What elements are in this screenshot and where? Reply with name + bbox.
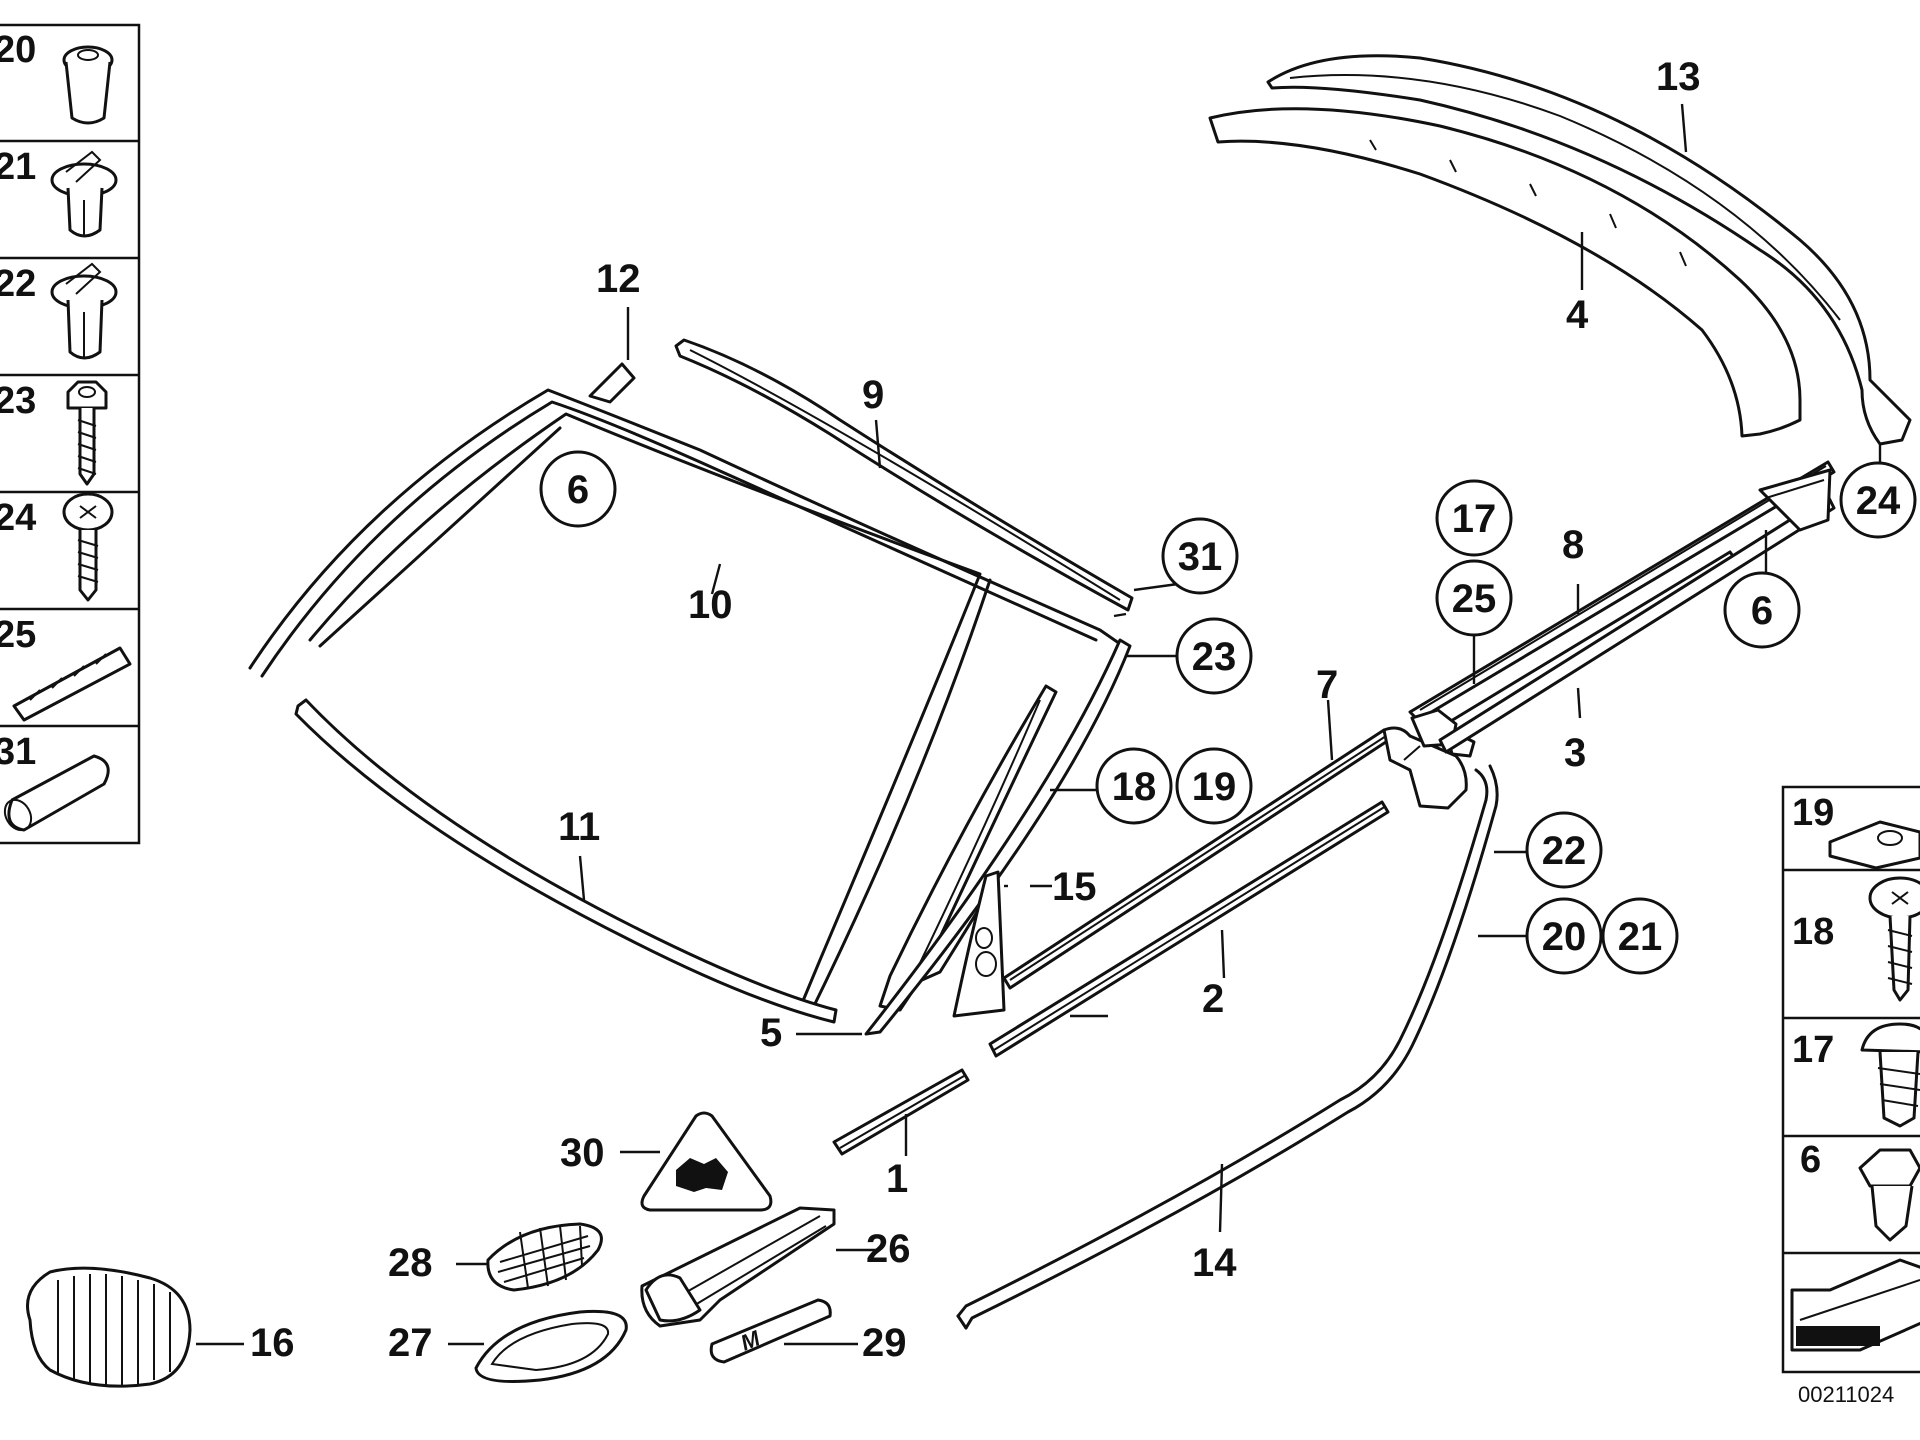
callout-27: 27 <box>388 1321 433 1365</box>
warning-triangle-label <box>640 1111 773 1212</box>
body-screw-icon <box>1868 876 1920 1002</box>
right-hardware-panel: 19 18 17 6 <box>1781 785 1920 1407</box>
circled-callout-19: 19 <box>1175 747 1253 825</box>
svg-text:23: 23 <box>1192 635 1237 679</box>
circled-callout-24: 24 <box>1839 461 1917 539</box>
callout-9: 9 <box>862 373 884 417</box>
circled-callout-18: 18 <box>1095 747 1173 825</box>
hex-screw-icon <box>66 380 108 486</box>
callout-29: 29 <box>862 1321 907 1365</box>
callout-26: 26 <box>866 1227 911 1271</box>
retainer-strip-icon <box>12 646 132 722</box>
left-panel-label-25: 25 <box>0 614 36 656</box>
left-hardware-panel: 20 21 22 23 24 25 31 <box>0 23 141 845</box>
callout-7: 7 <box>1316 663 1338 707</box>
mirror-triangle-trim <box>952 870 1006 1018</box>
circled-callout-25: 25 <box>1435 559 1513 637</box>
clip-nut-icon <box>1828 820 1920 870</box>
callout-2: 2 <box>1202 977 1224 1021</box>
trim-clip-icon <box>1858 1148 1920 1242</box>
callout-3: 3 <box>1564 731 1586 775</box>
window-channel-strip <box>1438 494 1836 754</box>
svg-text:20: 20 <box>1542 915 1587 959</box>
callout-10: 10 <box>688 583 733 627</box>
circled-callout-31: 31 <box>1161 517 1239 595</box>
svg-text:6: 6 <box>1751 589 1773 633</box>
reference-arrow-icon <box>1790 1258 1920 1352</box>
circled-callout-17: 17 <box>1435 479 1513 557</box>
svg-text:24: 24 <box>1856 479 1901 523</box>
side-vent-trim <box>640 1206 836 1328</box>
left-panel-label-20: 20 <box>0 29 36 71</box>
callout-1: 1 <box>886 1157 908 1201</box>
circled-callout-6-rear: 6 <box>1723 571 1801 649</box>
plain-callouts: 1 2 3 4 5 7 8 9 10 11 12 13 14 15 16 26 … <box>250 55 1701 1365</box>
callout-5: 5 <box>760 1011 782 1055</box>
expanding-clip-icon <box>50 150 118 238</box>
circled-callout-23: 23 <box>1175 617 1253 695</box>
door-outer-seal <box>956 764 1499 1330</box>
callout-13: 13 <box>1656 55 1701 99</box>
m-badge-emblem: M <box>709 1298 832 1364</box>
document-id: 00211024 <box>1798 1382 1894 1407</box>
svg-text:21: 21 <box>1618 915 1663 959</box>
callout-14: 14 <box>1192 1241 1237 1285</box>
expanding-clip-alt-icon <box>50 262 118 360</box>
phillips-screw-icon <box>62 492 114 602</box>
left-panel-label-23: 23 <box>0 380 36 422</box>
svg-text:31: 31 <box>1178 535 1223 579</box>
svg-text:25: 25 <box>1452 577 1497 621</box>
callout-16: 16 <box>250 1321 295 1365</box>
a-pillar-trim <box>864 638 1132 1036</box>
left-panel-label-22: 22 <box>0 263 36 305</box>
roof-moulding-strip <box>674 338 1134 612</box>
kidney-grille <box>26 1266 192 1388</box>
rear-corner-piece <box>1758 468 1832 532</box>
callout-30: 30 <box>560 1131 605 1175</box>
plastic-nut-icon <box>62 45 114 125</box>
right-panel-label-17: 17 <box>1792 1029 1834 1071</box>
svg-text:6: 6 <box>567 468 589 512</box>
right-panel-label-6: 6 <box>1800 1139 1821 1181</box>
svg-text:19: 19 <box>1192 765 1237 809</box>
right-panel-label-19: 19 <box>1792 792 1834 834</box>
spoiler-inner-trim <box>1208 107 1802 438</box>
circled-callouts: 6 31 23 18 19 17 25 24 <box>539 450 1917 975</box>
callout-11: 11 <box>558 805 600 849</box>
circled-callout-6-windshield: 6 <box>539 450 617 528</box>
svg-text:17: 17 <box>1452 497 1497 541</box>
callout-12: 12 <box>596 257 641 301</box>
push-rivet-icon <box>1860 1022 1920 1128</box>
windshield-lower-seal <box>294 698 838 1024</box>
door-belt-moulding <box>1002 726 1468 990</box>
left-panel-label-21: 21 <box>0 146 36 188</box>
callout-15: 15 <box>1052 865 1097 909</box>
cylinder-icon <box>3 754 110 832</box>
circled-callout-20: 20 <box>1525 897 1603 975</box>
svg-text:22: 22 <box>1542 829 1587 873</box>
grille-mesh-insert <box>486 1222 603 1292</box>
seal-corner-piece <box>588 362 636 404</box>
callout-28: 28 <box>388 1241 433 1285</box>
inner-door-seal <box>988 800 1390 1058</box>
fog-light-bezel <box>474 1309 628 1383</box>
callout-8: 8 <box>1562 523 1584 567</box>
callout-4: 4 <box>1566 293 1589 337</box>
circled-callout-22: 22 <box>1525 811 1603 889</box>
roof-spoiler <box>1266 54 1912 446</box>
svg-text:18: 18 <box>1112 765 1157 809</box>
sill-strip <box>832 1068 970 1156</box>
left-panel-label-31: 31 <box>0 731 36 773</box>
right-panel-label-18: 18 <box>1792 911 1834 953</box>
circled-callout-21: 21 <box>1601 897 1679 975</box>
left-panel-label-24: 24 <box>0 497 36 539</box>
